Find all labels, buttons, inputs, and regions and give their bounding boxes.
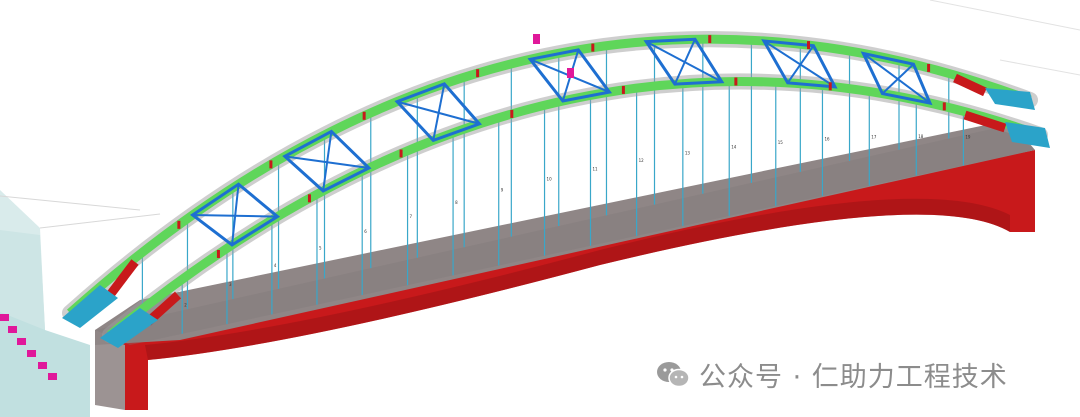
wechat-icon	[657, 361, 690, 387]
main-girder-underside	[145, 198, 1010, 360]
rib-section-marker	[621, 85, 625, 94]
rib-section-marker	[734, 77, 738, 86]
rib-section-marker	[476, 69, 480, 78]
hanger-label: 10	[547, 176, 553, 181]
wind-brace-panel	[860, 51, 933, 106]
hanger-label: 15	[778, 140, 784, 145]
rib-section-marker	[177, 220, 181, 229]
hanger-label: 8	[455, 200, 458, 205]
ground-line-3	[929, 0, 1080, 31]
watermark: 公众号 · 仁助力工程技术	[655, 355, 1008, 394]
rib-section-marker	[807, 41, 811, 50]
rib-section-marker	[828, 82, 832, 91]
hanger-label-group: 2 3 4 5 6 7 8 9 10 11 12 13 14 15 16 17 18 19	[184, 134, 971, 308]
crown-marker-1	[533, 34, 540, 44]
abutment-left	[95, 335, 125, 410]
hanger-label: 14	[731, 145, 737, 150]
deck-top-edge	[95, 126, 1035, 345]
hanger-label: 5	[319, 245, 322, 250]
pier-markers	[0, 314, 57, 380]
rib-section-marker	[216, 249, 220, 258]
hanger-label: 12	[639, 158, 645, 163]
ground-line	[0, 195, 141, 211]
rib-section-marker	[591, 43, 595, 52]
wind-brace-panel	[643, 37, 725, 86]
wind-brace-panel	[394, 82, 483, 143]
deck-surface	[95, 120, 1035, 345]
skewback-left-near	[100, 308, 158, 348]
hanger-label: 19	[965, 134, 971, 139]
ground-line-2	[39, 213, 161, 229]
rib-section-marker	[362, 111, 366, 120]
rib-section-marker	[708, 35, 712, 44]
rib-section-marker	[269, 160, 273, 169]
ground-line-4	[999, 59, 1080, 76]
wind-brace-group	[190, 37, 933, 247]
wind-brace-panel	[190, 182, 281, 247]
hanger-label: 17	[871, 135, 877, 140]
left-abutment-top	[0, 190, 45, 330]
rib-section-marker	[927, 63, 931, 72]
rib-section-marker	[510, 109, 514, 118]
hanger-label: 16	[824, 137, 830, 142]
rib-section-marker	[307, 194, 311, 203]
wind-brace-panel	[761, 39, 838, 89]
hanger-label: 4	[274, 263, 277, 268]
hanger-label: 18	[918, 134, 924, 139]
hanger-label: 2	[184, 303, 187, 308]
hanger-label: 13	[685, 151, 691, 156]
wind-brace-panel	[282, 129, 372, 193]
skewback-right-far	[985, 88, 1035, 110]
skewback-right-near	[1005, 122, 1050, 148]
hanger-label: 11	[592, 167, 598, 172]
rib-section-marker	[399, 149, 403, 158]
crown-marker-2	[567, 68, 574, 78]
hanger-label: 6	[364, 229, 367, 234]
hanger-label: 3	[229, 282, 232, 287]
watermark-text: 公众号 · 仁助力工程技术	[699, 362, 1008, 393]
rib-section-marker	[942, 102, 946, 111]
skewback-left-far	[62, 285, 118, 328]
hanger-label: 7	[410, 214, 413, 219]
hanger-label: 9	[501, 188, 504, 193]
rib-marker-group	[177, 35, 946, 258]
